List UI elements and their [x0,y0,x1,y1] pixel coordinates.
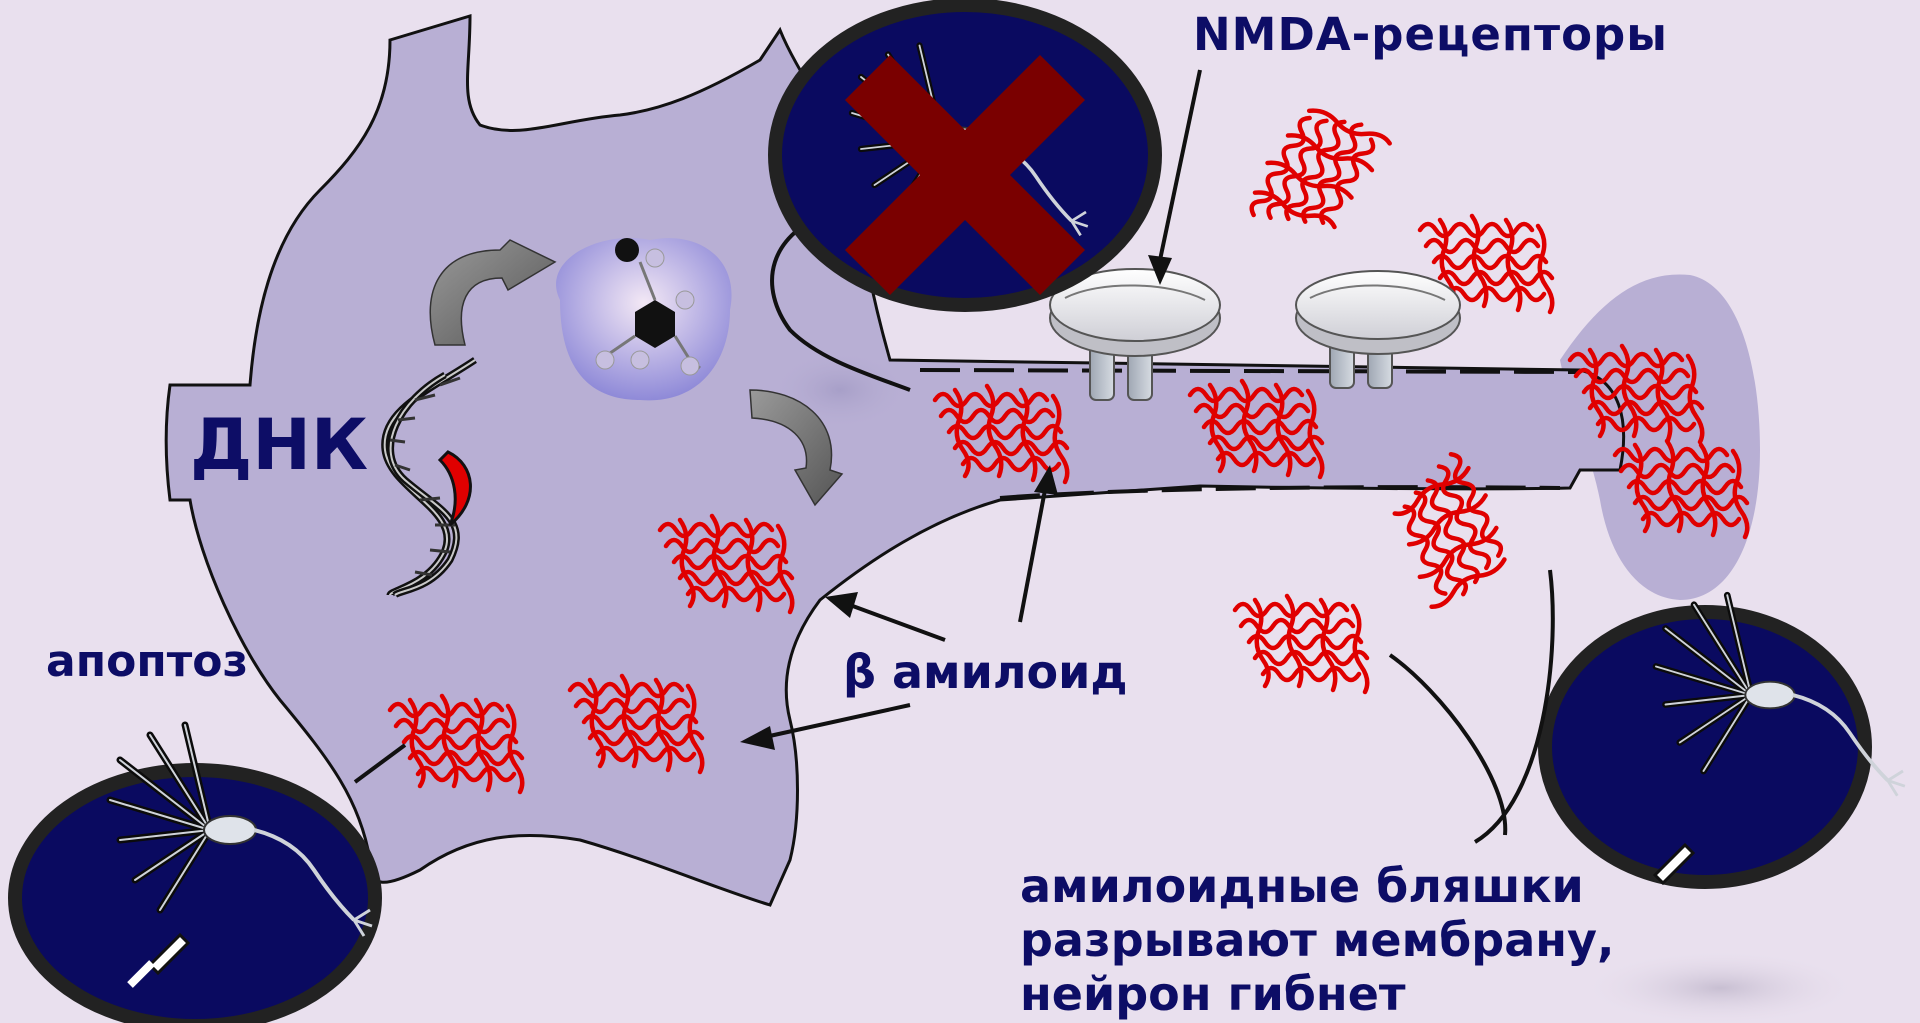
pointer-line-plaques-left [1390,655,1505,835]
molecule-icon [556,238,731,400]
dna-label: ДНК [190,404,368,486]
plaques-caption-line-3: нейрон гибнет [1020,967,1900,1021]
neuron-inset-right [1545,595,1905,883]
plaques-caption-line-2: разрывают мембрану, [1020,913,1900,967]
amyloid-cluster [1242,93,1391,256]
plaques-caption-line-1: амилоидные бляшки [1020,859,1900,913]
arrow-beta-1 [825,592,945,640]
nmda-receptors-label: NMDA-рецепторы [1193,8,1668,61]
neuron-inset-apoptosis [15,725,375,1023]
amyloid-cluster [1235,596,1367,692]
beta-amyloid-label: β амилоид [843,645,1128,699]
plaques-caption: амилоидные бляшки разрывают мембрану, не… [1020,859,1900,1021]
pointer-line-plaques-right [1475,570,1553,842]
apoptosis-label: апоптоз [46,636,248,687]
neuron-inset-crossed [775,5,1155,305]
